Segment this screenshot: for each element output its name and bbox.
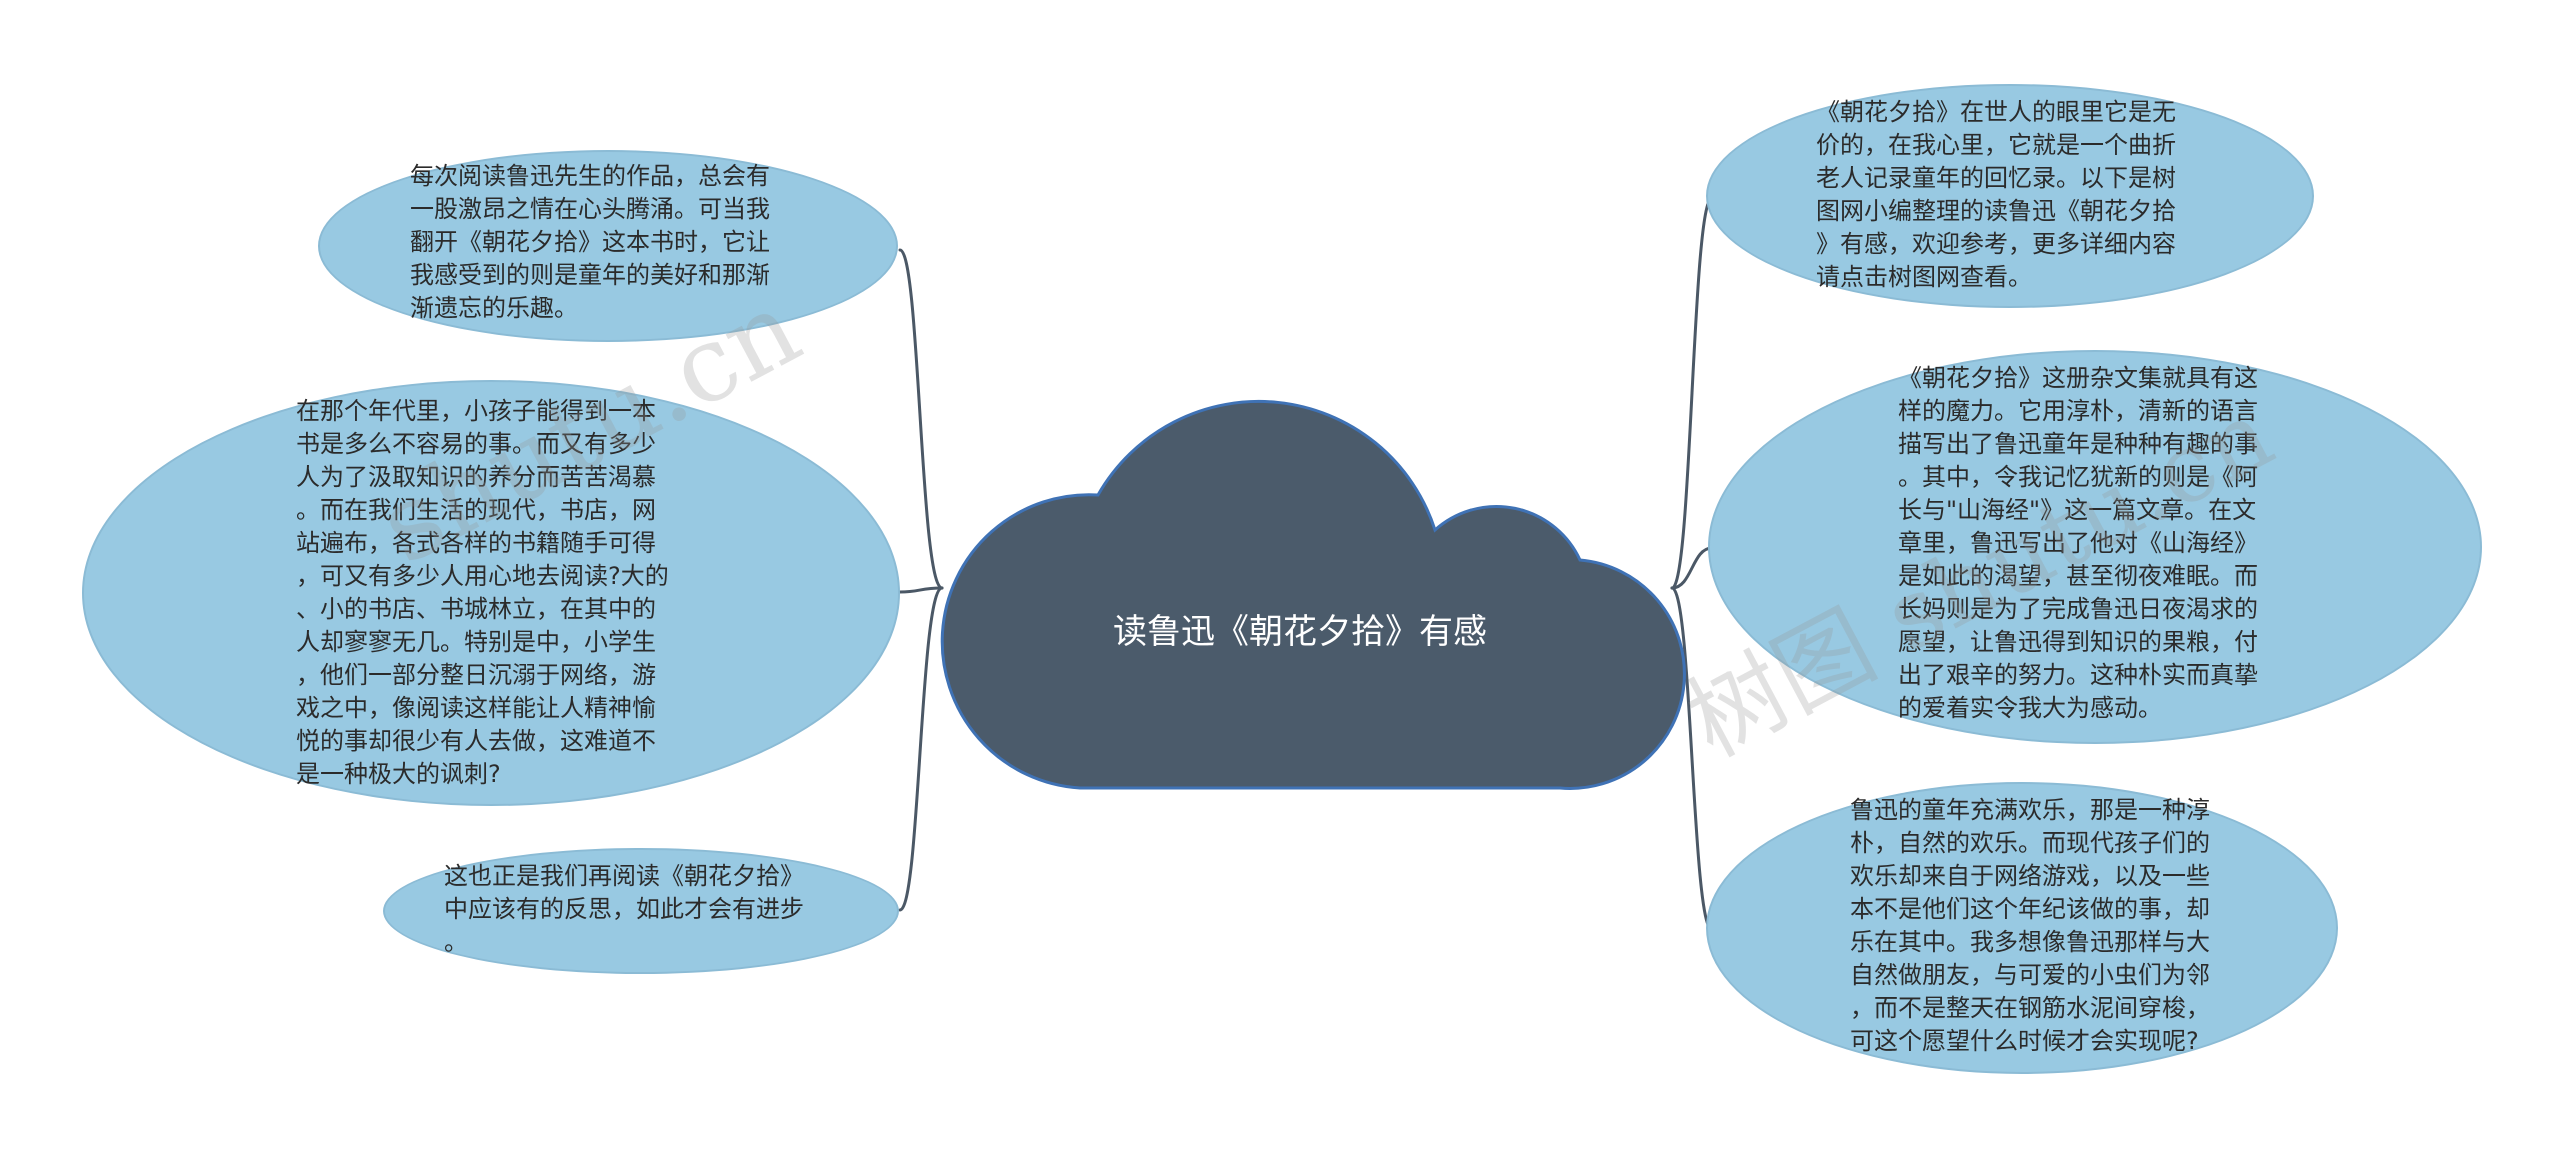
right-node-1[interactable]	[1706, 84, 2314, 308]
cloud-shape	[940, 399, 1686, 790]
connectors-right	[1670, 196, 1714, 932]
right-node-1-text: 《朝花夕拾》在世人的眼里它是无 价的，在我心里，它就是一个曲折 老人记录童年的回…	[1816, 98, 2176, 291]
left-node-1-text: 每次阅读鲁迅先生的作品，总会有 一股激昂之情在心头腾涌。可当我 翻开《朝花夕拾》…	[410, 162, 770, 322]
left-node-1[interactable]	[318, 150, 898, 342]
connector-to-left-node-3	[898, 586, 944, 912]
left-node-3[interactable]	[383, 848, 899, 974]
left-node-2-text: 在那个年代里，小孩子能得到一本 书是多么不容易的事。而又有多少 人为了汲取知识的…	[296, 397, 669, 788]
connector-to-right-node-3	[1670, 586, 1714, 932]
central-cloud[interactable]	[940, 399, 1686, 790]
right-node-2[interactable]	[1708, 350, 2482, 744]
connector-to-left-node-2	[898, 586, 944, 594]
right-node-2-text: 《朝花夕拾》这册杂文集就具有这 样的魔力。它用淳朴，清新的语言 描写出了鲁迅童年…	[1898, 364, 2258, 722]
connector-to-right-node-1	[1670, 196, 1714, 590]
central-topic-title[interactable]: 读鲁迅《朝花夕拾》有感	[1113, 612, 1487, 652]
connector-to-right-node-2	[1670, 546, 1714, 590]
connectors-left	[898, 248, 944, 912]
connector-to-left-node-1	[898, 248, 944, 590]
right-node-3-text: 鲁迅的童年充满欢乐，那是一种淳 朴，自然的欢乐。而现代孩子们的 欢乐却来自于网络…	[1850, 796, 2210, 1055]
right-node-3[interactable]	[1706, 782, 2338, 1074]
left-node-3-text: 这也正是我们再阅读《朝花夕拾》 中应该有的反思，如此才会有进步 。	[444, 862, 804, 956]
left-node-2[interactable]	[82, 380, 900, 806]
